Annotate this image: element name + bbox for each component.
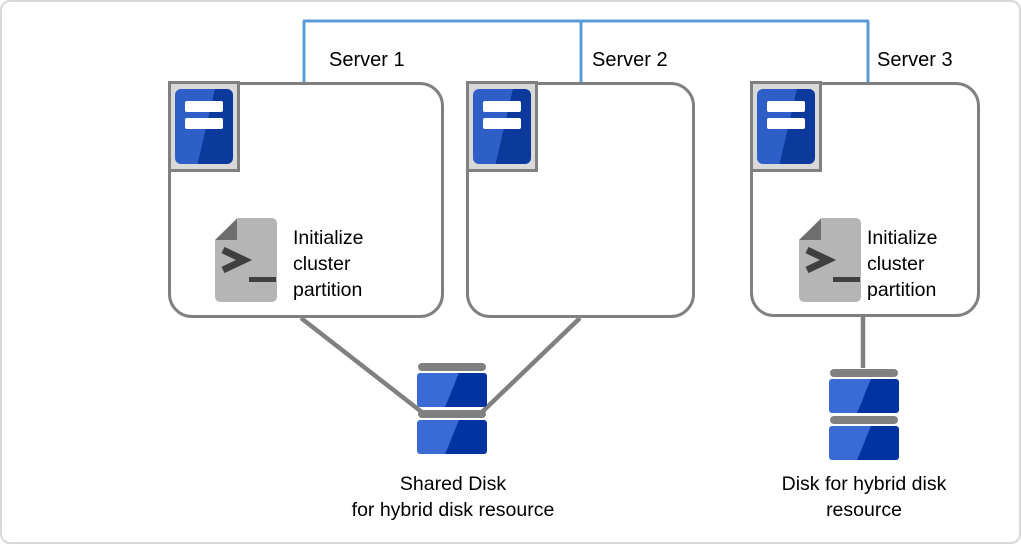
disk-platter (417, 373, 487, 407)
shared-disk-caption-line1: Shared Disk (399, 473, 507, 495)
hybrid-disk-caption-line1: Disk for hybrid disk (781, 473, 947, 495)
network-interconnect-line (302, 19, 870, 83)
server-2-box (466, 81, 695, 318)
server-3-box: Initialize cluster partition (750, 81, 980, 317)
disk-cap (418, 363, 486, 371)
hybrid-disk-caption-line2: resource (826, 499, 902, 521)
server-1-label: Server 1 (329, 49, 405, 71)
server-2-label: Server 2 (592, 49, 668, 71)
server-3-label: Server 3 (877, 49, 953, 71)
disk-platter (829, 379, 899, 413)
connector-server1-shared-disk (299, 316, 425, 415)
hybrid-disk-stack-icon (829, 369, 899, 463)
server-tower-icon (168, 81, 240, 172)
server-tower-front (757, 89, 815, 164)
tower-slot (483, 118, 521, 129)
disk-cap (830, 416, 898, 424)
server-tower-icon (466, 81, 538, 172)
tower-slot (185, 118, 223, 129)
tower-slot (767, 101, 805, 112)
shell-script-icon (799, 218, 861, 302)
shell-script-icon (215, 218, 277, 302)
disk-platter (417, 420, 487, 454)
disk-platter (829, 426, 899, 460)
server-tower-icon (750, 81, 822, 172)
tower-slot (483, 101, 521, 112)
hybrid-disk-caption: Disk for hybrid disk resource (734, 471, 994, 523)
shared-disk-caption-line2: for hybrid disk resource (351, 499, 555, 521)
server-1-note: Initialize cluster partition (293, 227, 364, 301)
shared-disk-stack-icon (417, 363, 487, 457)
server-tower-front (473, 89, 531, 164)
server-3-note: Initialize cluster partition (867, 227, 938, 301)
disk-cap (830, 369, 898, 377)
tower-slot (767, 118, 805, 129)
connector-server2-shared-disk (479, 316, 582, 415)
server-1-box: Initialize cluster partition (168, 81, 444, 318)
server-tower-front (175, 89, 233, 164)
shared-disk-caption: Shared Disk for hybrid disk resource (323, 471, 583, 523)
tower-slot (185, 101, 223, 112)
disk-cap (418, 410, 486, 418)
